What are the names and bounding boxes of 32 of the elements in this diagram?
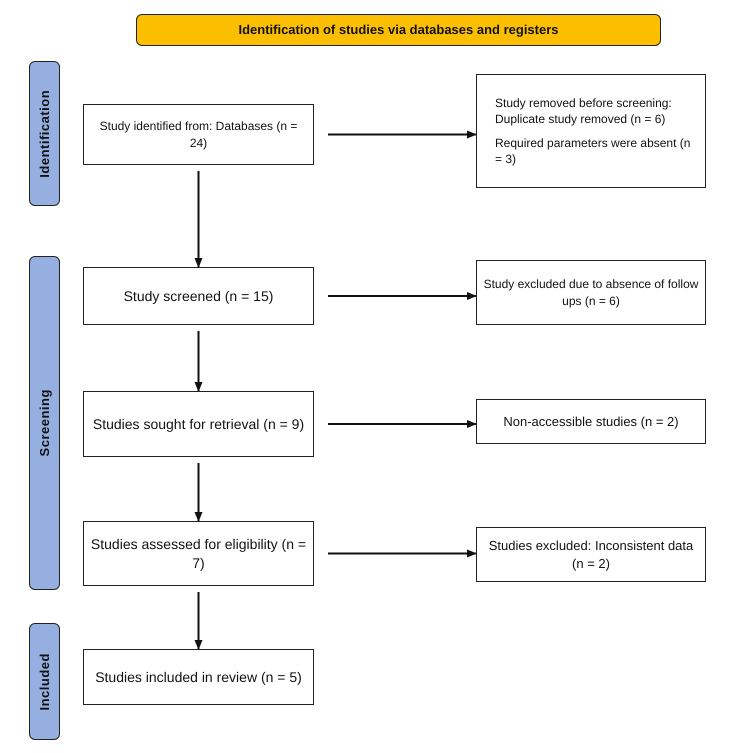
arrow xyxy=(194,463,202,522)
phase-label: Screening xyxy=(29,256,60,590)
box-text: Non-accessible studies (n = 2) xyxy=(503,412,679,430)
box-text: Study removed before screening: Duplicate study removed (n = 6) xyxy=(495,94,673,127)
arrow xyxy=(328,130,477,138)
process-box xyxy=(83,104,314,165)
box-text: Studies excluded: Inconsistent data (n = 2) xyxy=(488,536,694,572)
process-box xyxy=(476,74,706,188)
box-text: Studies included in review (n = 5) xyxy=(95,668,302,686)
process-box xyxy=(83,521,314,586)
box-text: Study excluded due to absence of follow ups (n = 6) xyxy=(483,276,699,309)
arrow xyxy=(328,292,477,300)
process-box xyxy=(476,527,706,582)
box-text: Identification of studies via databases and registers xyxy=(238,21,559,39)
box-text: Studies sought for retrieval (n = 9) xyxy=(92,414,304,434)
arrow xyxy=(194,331,202,392)
process-box xyxy=(476,260,706,325)
process-box xyxy=(476,399,706,444)
header-banner xyxy=(136,14,661,46)
arrow xyxy=(194,592,202,650)
box-text: Studies assessed for eligibility (n = 7) xyxy=(90,534,307,572)
arrow xyxy=(328,550,477,558)
box-text: Required parameters were absent (n = 3) xyxy=(495,135,692,168)
phase-label: Identification xyxy=(29,61,60,206)
box-text: Study screened (n = 15) xyxy=(124,286,274,306)
arrow xyxy=(194,171,202,268)
arrow xyxy=(328,420,477,428)
process-box xyxy=(83,391,314,457)
process-box xyxy=(83,649,314,705)
phase-label: Included xyxy=(29,623,60,740)
process-box xyxy=(83,267,314,325)
box-text: Study identified from: Databases (n = 24) xyxy=(98,118,298,151)
